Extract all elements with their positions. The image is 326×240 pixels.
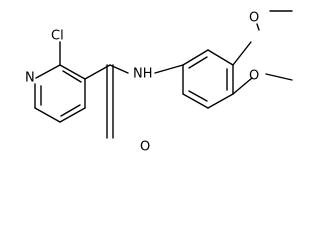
dimethoxyphenyl-ring — [154, 49, 234, 109]
bond-c4-c5 — [59, 107, 86, 123]
bond-c5-c6 — [34, 107, 61, 123]
atom-label-n-ring: N — [25, 71, 35, 86]
bond-c5p-c6p — [182, 93, 209, 109]
bond-c1p-c2p — [182, 49, 209, 66]
bond-c2p-c3p — [207, 49, 234, 66]
amide-group — [84, 64, 129, 139]
atom-label-o-carbonyl: O — [140, 140, 150, 155]
bond-c3-carbonyl — [84, 64, 111, 80]
bond-c4p-o-bottom — [232, 77, 253, 95]
bond-c2-c3 — [59, 64, 86, 80]
atom-label-nh: NH — [133, 67, 153, 82]
bond-o-top-methyl — [256, 23, 260, 31]
chemical-structure-diagram: Cl N NH O O O — [25, 10, 293, 155]
methoxy-top — [232, 10, 293, 66]
methoxy-bottom — [232, 73, 293, 95]
bond-c3p-o-top — [232, 41, 252, 66]
pyridine-ring — [34, 64, 86, 123]
atom-label-cl: Cl — [51, 29, 64, 44]
atom-label-o-methoxy-top: O — [249, 11, 259, 26]
atom-label-o-methoxy-bottom: O — [249, 69, 259, 84]
bond-c4p-c5p — [207, 93, 234, 109]
double-bond-c2-c3-inner — [62, 70, 82, 83]
double-bond-c1p-c2p-inner — [188, 56, 208, 69]
bond-nh-c1p — [154, 64, 184, 74]
double-bond-c4-c5-inner — [60, 104, 81, 117]
bond-n1-c2 — [35, 64, 61, 79]
bond-o-bottom-methyl — [265, 73, 293, 81]
double-bond-c5p-c6p-inner — [188, 90, 208, 102]
